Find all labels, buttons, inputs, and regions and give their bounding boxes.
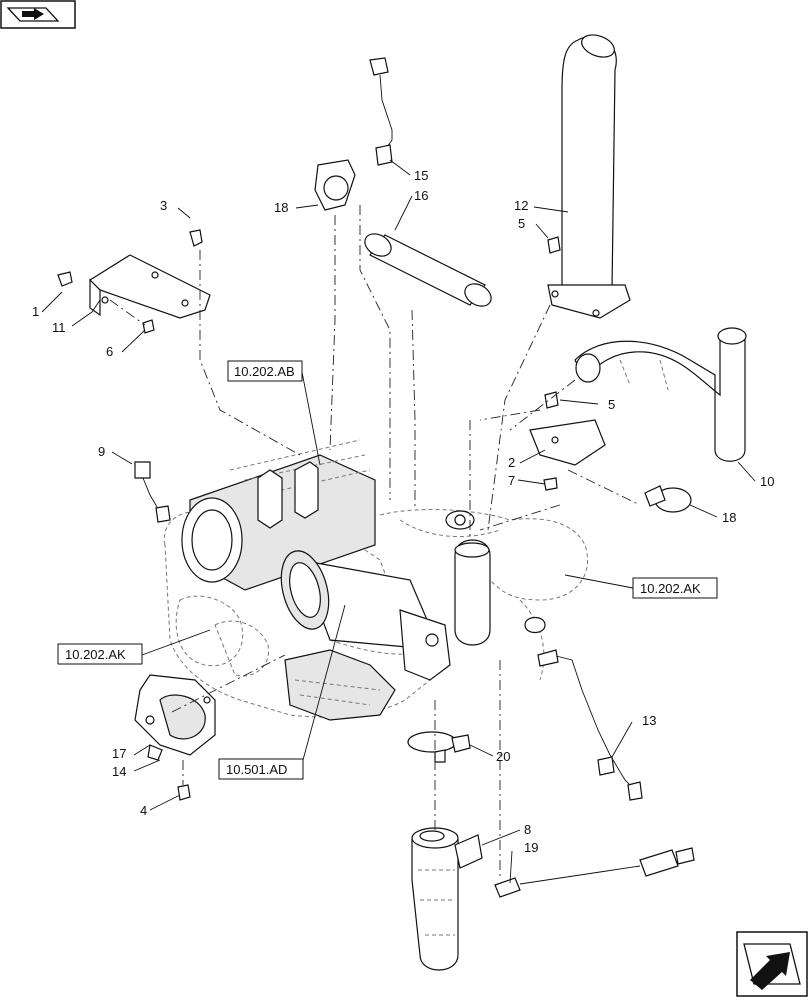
ref-link-10-202-ab[interactable]: 10.202.AB (227, 360, 303, 382)
clamp-part-bottom (407, 731, 471, 763)
callout-20: 20 (496, 749, 510, 764)
callout-18-right: 18 (722, 510, 736, 525)
exhaust-sensor-part (494, 847, 695, 898)
callout-19: 19 (524, 840, 538, 855)
ref-link-10-202-ak-right[interactable]: 10.202.AK (632, 577, 718, 599)
callout-11: 11 (52, 320, 66, 335)
callout-14: 14 (112, 764, 126, 779)
callout-5-mid: 5 (608, 397, 615, 412)
callout-18-top: 18 (274, 200, 288, 215)
pressure-sensor-part (134, 461, 171, 523)
callout-9: 9 (98, 444, 105, 459)
ref-label-10-501-ad: 10.501.AD (226, 762, 287, 777)
next-page-arrow-icon[interactable] (736, 931, 808, 997)
ref-label-10-202-ak-left: 10.202.AK (65, 647, 126, 662)
clamp-part-top (314, 159, 356, 211)
callout-7: 7 (508, 473, 515, 488)
callout-labels: 1 11 6 3 18 15 16 12 5 5 2 7 10 18 9 13 … (32, 168, 774, 855)
small-bracket-part (529, 419, 606, 466)
callout-12: 12 (514, 198, 528, 213)
tube-part (364, 233, 492, 307)
callout-6: 6 (106, 344, 113, 359)
book-open-arrow-icon[interactable] (0, 0, 76, 29)
callout-10: 10 (760, 474, 774, 489)
outlet-pipes (445, 510, 546, 646)
ref-label-10-202-ak-right: 10.202.AK (640, 581, 701, 596)
callout-4: 4 (140, 803, 147, 818)
callout-17: 17 (112, 746, 126, 761)
clamp-part-right (644, 485, 692, 513)
mounting-band-part (134, 674, 216, 761)
temperature-sensor-part (369, 57, 393, 166)
ref-link-10-202-ak-left[interactable]: 10.202.AK (57, 643, 143, 665)
decomposition-pipe-part (411, 827, 483, 971)
aftertreatment-canister (181, 439, 376, 591)
tailpipe-stack-part (547, 34, 631, 319)
nox-sensor-harness-part (537, 649, 643, 801)
ref-label-10-202-ab: 10.202.AB (234, 364, 295, 379)
callout-2: 2 (508, 455, 515, 470)
callout-13: 13 (642, 713, 656, 728)
callout-5-top: 5 (518, 216, 525, 231)
elbow-pipe-part (574, 327, 747, 462)
bracket-part (89, 254, 211, 319)
callout-15: 15 (414, 168, 428, 183)
callout-3: 3 (160, 198, 167, 213)
dpf-cylinder (280, 550, 451, 721)
callout-16: 16 (414, 188, 428, 203)
leader-lines (41, 159, 756, 884)
callout-8: 8 (524, 822, 531, 837)
ref-link-10-501-ad[interactable]: 10.501.AD (218, 758, 304, 780)
callout-1: 1 (32, 304, 39, 319)
assembly-centerlines (109, 205, 641, 880)
